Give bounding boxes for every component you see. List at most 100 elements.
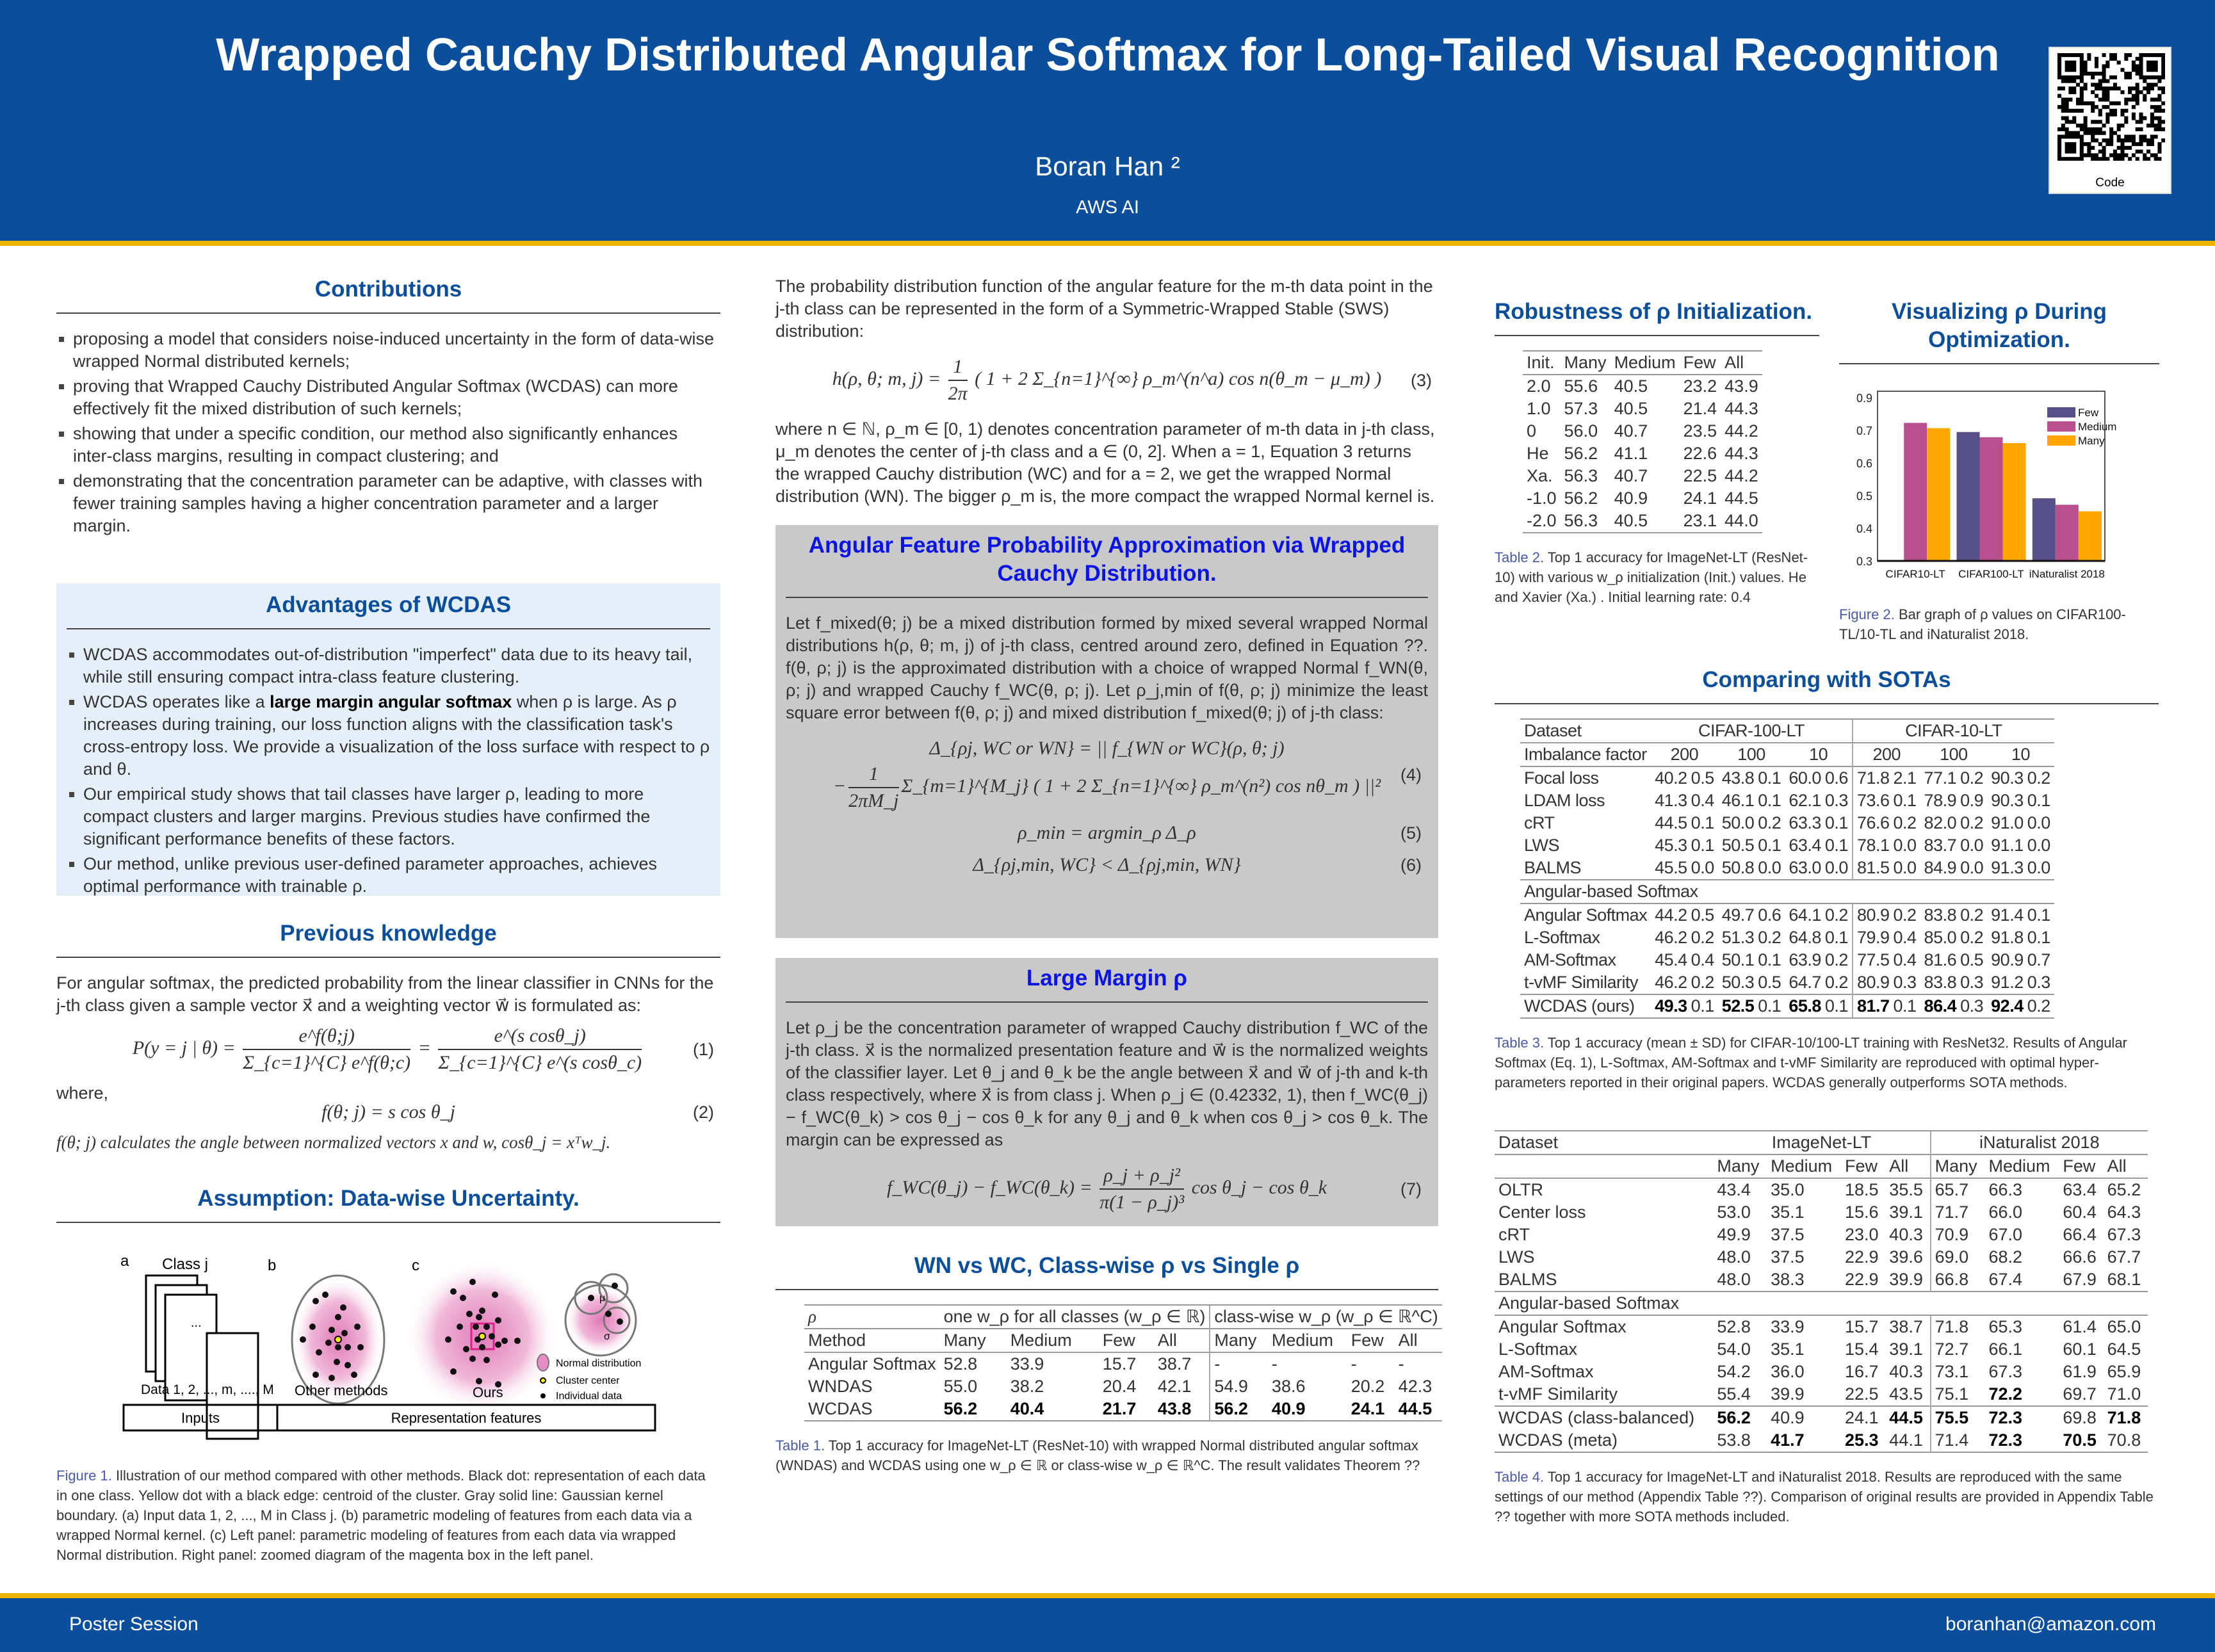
value-cell: 0.1 [1758,994,1785,1019]
qr-module [2146,124,2151,128]
list-item: WCDAS operates like a large margin angul… [67,691,710,781]
data-point [450,1288,457,1295]
header-cell: Few [1841,1154,1886,1178]
x-tick-label: CIFAR10-LT [1886,568,1945,580]
qr-module [2150,120,2154,124]
approximation-heading: Angular Feature Probability Approximatio… [786,525,1428,598]
qr-code[interactable]: Code [2049,47,2171,194]
qr-module [2072,53,2077,58]
value-cell: 0.1 [2027,903,2054,927]
method-cell: t-vMF Similarity [1524,973,1638,992]
qr-module [2083,142,2088,147]
value-cell: 0.0 [1960,858,1984,877]
value-cell: 91.8 [1991,928,2024,947]
qr-module [2057,134,2062,139]
qr-module [2131,138,2136,143]
qr-module [2102,105,2106,109]
qr-module [2072,75,2077,79]
qr-module [2161,101,2165,106]
qr-module [2105,79,2110,83]
value-cell: 23.5 [1683,421,1717,441]
header-cell: All [1153,1328,1210,1352]
footer-divider [0,1593,2215,1598]
value-cell: 0.4 [1691,791,1715,810]
qr-module [2075,101,2081,106]
qr-module [2116,127,2121,131]
text: when ρ is large. As ρ increases during t… [83,692,710,779]
caption-text: Top 1 accuracy for ImageNet-LT (ResNet-1… [775,1437,1420,1473]
qr-module [2057,127,2062,131]
equation-1: P(y = j | θ) = e^f(θ;j)Σ_{c=1}^{C} e^f(θ… [56,1023,720,1076]
legend-swatch [2047,421,2075,432]
qr-module [2154,83,2158,87]
method-cell: Angular Softmax [804,1352,940,1375]
qr-module [2065,131,2069,135]
qr-module [2057,138,2062,143]
value-cell: 0.2 [1824,903,1853,927]
data-point [345,1344,351,1350]
qr-module [2154,105,2158,109]
bar-few [1956,432,1980,561]
qr-module [2065,101,2069,106]
figure-1-illustration: a Class j ... b c μ σ Data 1, 2, ..., m,… [120,1252,656,1440]
qr-module [2079,79,2084,83]
value-cell: 0.1 [1893,791,1917,810]
qr-module [2128,157,2132,161]
qr-module [2065,68,2069,72]
value-cell: 0.5 [1691,903,1718,927]
header-cell: All [1721,350,1762,375]
qr-module [2116,101,2121,106]
value-cell: 54.9 [1209,1375,1268,1398]
equation-5: ρ_min = argmin_ρ Δ_ρ(5) [786,820,1428,846]
qr-module [2061,127,2065,131]
qr-module [2068,97,2073,102]
value-cell: 55.0 [943,1377,978,1396]
value-cell: 91.3 [1991,858,2024,877]
data-point [489,1333,495,1340]
qr-module [2098,86,2102,91]
value-cell: 43.4 [1713,1178,1767,1201]
qr-module [2109,101,2114,106]
qr-module [2083,86,2088,91]
individual-data-points [300,1279,623,1388]
poster-title: Wrapped Cauchy Distributed Angular Softm… [216,29,2000,81]
equation-number: (6) [1400,855,1422,875]
value-cell: 49.7 [1717,903,1758,927]
value-cell: 66.4 [2063,1225,2097,1244]
emphasis: large margin angular softmax [270,692,512,711]
value-cell: 67.3 [2107,1225,2141,1244]
qr-module [2079,149,2084,154]
qr-module [2161,64,2165,69]
qr-module [2102,149,2106,154]
list-item: demonstrating that the concentration par… [56,470,720,537]
value-cell: - [1209,1352,1268,1375]
denominator: Σ_{c=1}^{C} e^f(θ;c) [243,1052,411,1073]
header-cell: Medium [1006,1328,1099,1352]
value-cell: 35.5 [1885,1178,1931,1201]
method-cell: 1.0 [1527,399,1551,418]
bar-many [2002,443,2026,561]
qr-module [2150,124,2154,128]
qr-module [2131,116,2136,120]
qr-module [2094,127,2099,131]
qr-module [2120,153,2125,158]
qr-module [2150,153,2154,158]
section-row: Angular-based Softmax [1520,879,2054,903]
value-cell: 39.9 [1889,1270,1923,1289]
qr-module [2124,145,2129,150]
ours-label: Ours [473,1384,503,1400]
method-cell: LWS [1498,1247,1535,1267]
value-cell: 62.1 [1789,791,1821,810]
value-cell: 78.9 [1924,791,1957,810]
qr-module [2139,75,2143,79]
qr-module [2072,116,2077,120]
fraction: e^f(θ;j)Σ_{c=1}^{C} e^f(θ;c) [243,1023,411,1076]
qr-module [2087,142,2091,147]
value-cell: 55.4 [1717,1384,1751,1404]
value-cell: 2.1 [1893,766,1920,790]
qr-module [2157,53,2162,58]
value-cell: 0.2 [2027,994,2054,1019]
qr-module [2102,145,2106,150]
